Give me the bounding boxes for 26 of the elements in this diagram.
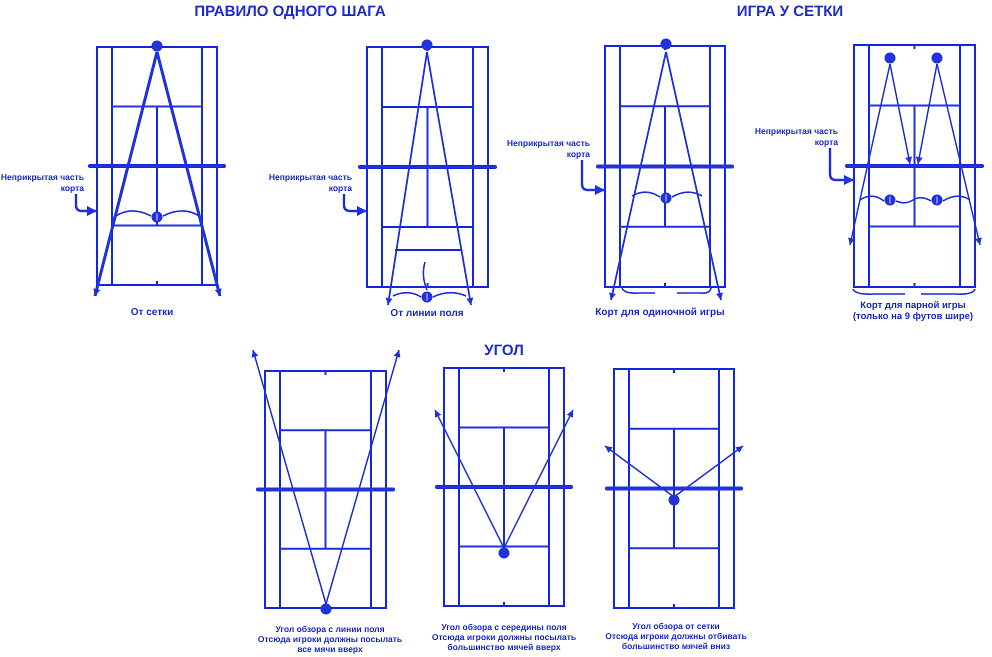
- callout-text: Неприкрытая часть корта: [750, 126, 838, 148]
- section-heading: ПРАВИЛО ОДНОГО ШАГА: [194, 3, 386, 20]
- section-heading: УГОЛ: [484, 342, 524, 359]
- tennis-court: [443, 367, 565, 607]
- tennis-court: [264, 370, 387, 609]
- court-caption: Отсюда игроки должны отбивать большинство мячей вниз: [604, 631, 748, 651]
- court-caption: Корт для парной игры (только на 9 футов шире): [852, 300, 974, 322]
- court-caption: Угол обзора от сетки: [632, 621, 720, 631]
- court-caption: Угол обзора с линии поля: [275, 624, 385, 634]
- tennis-court: [604, 45, 726, 288]
- callout-arrow: [580, 160, 605, 195]
- tennis-court: [613, 368, 735, 609]
- tennis-court: [96, 46, 218, 286]
- court-caption: От линии поля: [390, 308, 464, 320]
- court-caption: Корт для одиночной игры: [595, 307, 725, 319]
- court-caption: Угол обзора с середины поля: [441, 622, 567, 632]
- callout-text: Неприкрытая часть корта: [0, 172, 84, 194]
- callout-text: Неприкрытая часть корта: [266, 172, 352, 194]
- callout-arrow: [828, 148, 854, 185]
- court-caption: Отсюда игроки должны посылать все мячи вверх: [256, 634, 404, 654]
- callout-text: Неприкрытая часть корта: [504, 138, 590, 160]
- tennis-court: [366, 46, 489, 288]
- section-heading: ИГРА У СЕТКИ: [736, 3, 844, 20]
- court-caption: Отсюда игроки должны посылать большинство мячей вверх: [430, 632, 578, 652]
- tennis-court: [853, 44, 976, 288]
- court-caption: От сетки: [130, 307, 174, 319]
